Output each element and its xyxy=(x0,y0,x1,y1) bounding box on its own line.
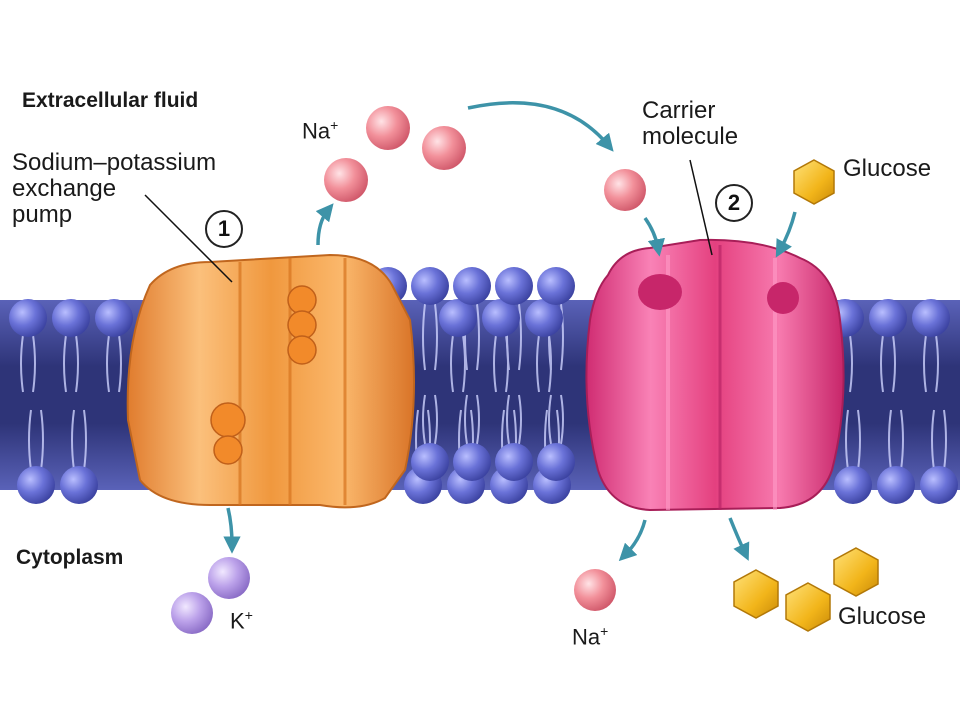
lipid-tails xyxy=(20,303,947,471)
step-2-marker: 2 xyxy=(715,184,753,222)
phospholipid-head xyxy=(439,299,477,337)
extracellular-label: Extracellular fluid xyxy=(22,89,199,112)
potassium-ions xyxy=(171,557,250,634)
k-charge: + xyxy=(244,607,253,623)
arrow-glucose-in xyxy=(728,517,750,561)
leader-lines xyxy=(144,159,713,283)
phospholipid-head xyxy=(411,267,449,305)
sodium-ions xyxy=(324,106,646,611)
arrow-na-out xyxy=(315,203,334,246)
phospholipid-head xyxy=(525,299,563,337)
phospholipid-head xyxy=(17,466,55,504)
na-top-symbol: Na xyxy=(302,118,331,144)
na-bottom-charge: + xyxy=(600,623,609,639)
phospholipid-head xyxy=(537,443,575,481)
phospholipid-head xyxy=(52,299,90,337)
pump-label-line3: pump xyxy=(12,200,73,228)
arrow-k-in xyxy=(223,507,241,554)
phospholipid-head xyxy=(834,466,872,504)
glucose-molecules xyxy=(733,159,879,632)
phospholipid-head xyxy=(9,299,47,337)
phospholipid-head xyxy=(912,299,950,337)
phospholipid-head xyxy=(482,299,520,337)
k-symbol: K xyxy=(230,608,245,634)
arrow-na-in xyxy=(618,519,647,562)
phospholipid-head xyxy=(495,443,533,481)
glucose-bottom-label: Glucose xyxy=(838,603,927,630)
phospholipid-head xyxy=(537,267,575,305)
na-top-label: Na+ xyxy=(302,117,339,144)
phospholipid-head xyxy=(453,267,491,305)
phospholipid-head xyxy=(95,299,133,337)
phospholipid-head xyxy=(877,466,915,504)
phospholipid-head xyxy=(869,299,907,337)
pump-label-line1: Sodium–potassium xyxy=(12,149,217,176)
carrier-label-line1: Carrier xyxy=(642,97,716,124)
transport-arrows xyxy=(223,101,797,562)
phospholipid-head xyxy=(60,466,98,504)
pump-label-line2: exchange xyxy=(12,174,117,202)
na-bottom-label: Na+ xyxy=(572,623,609,650)
step-1-marker: 1 xyxy=(205,210,243,248)
glucose-top-label: Glucose xyxy=(843,155,932,182)
phospholipid-head xyxy=(920,466,958,504)
arrow-glucose-into-carrier xyxy=(775,211,797,258)
pump-label: Sodium–potassium exchange pump xyxy=(12,150,216,228)
arrow-na-to-carrier xyxy=(467,101,614,152)
arrow-na-into-carrier xyxy=(643,216,665,257)
cytoplasm-label: Cytoplasm xyxy=(16,546,124,569)
carrier-molecule xyxy=(585,238,845,512)
carrier-label: Carrier molecule xyxy=(642,98,738,150)
na-bottom-symbol: Na xyxy=(572,624,601,650)
sodium-potassium-pump xyxy=(126,253,415,509)
carrier-label-line2: molecule xyxy=(642,122,739,150)
k-label: K+ xyxy=(230,607,253,634)
phospholipid-head xyxy=(411,443,449,481)
na-top-charge: + xyxy=(330,117,339,133)
phospholipid-head xyxy=(495,267,533,305)
phospholipid-head xyxy=(453,443,491,481)
